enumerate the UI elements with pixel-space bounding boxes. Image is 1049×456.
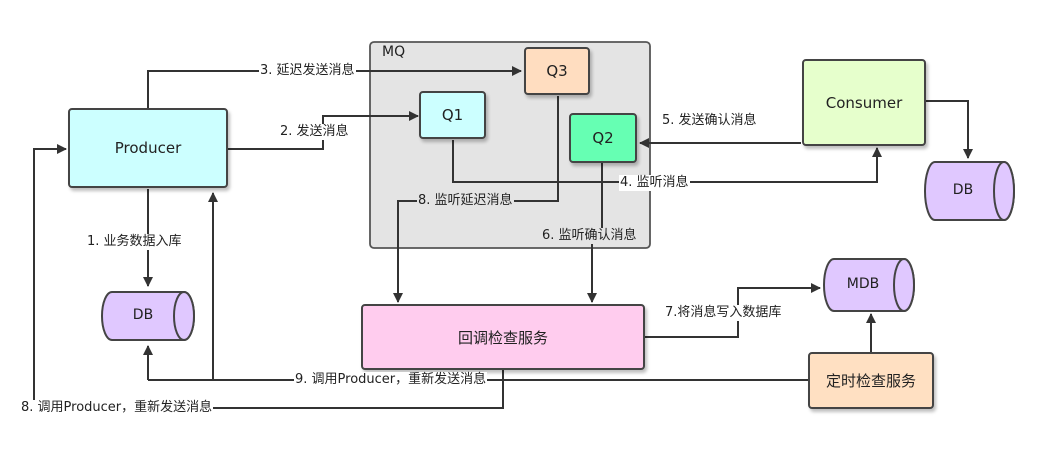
- mdb-cylinder: [823, 258, 915, 312]
- edge-5-label: 5. 发送确认消息: [661, 113, 758, 129]
- q1-label: Q1: [441, 106, 464, 124]
- db-left-label: DB: [132, 307, 154, 323]
- q2-label: Q2: [592, 129, 614, 147]
- db-right-cylinder: [924, 161, 1015, 221]
- edge-consumer-db-line: [926, 100, 973, 159]
- mdb-label: MDB: [846, 276, 880, 292]
- edge-6-label: 6. 监听确认消息: [541, 228, 638, 244]
- db-left-cylinder: [101, 291, 195, 341]
- producer-node: Producer: [68, 108, 228, 188]
- q1-node: Q1: [419, 91, 486, 139]
- edge-7-label: 7.将消息写入数据库: [664, 305, 783, 321]
- mq-title: MQ: [382, 44, 406, 60]
- consumer-node: Consumer: [802, 59, 926, 146]
- timer-check-service-node: 定时检查服务: [808, 352, 934, 409]
- edge-2-label: 2. 发送消息: [279, 124, 350, 140]
- q2-node: Q2: [569, 113, 637, 163]
- edge-1-label: 1. 业务数据入库: [86, 234, 183, 250]
- q3-node: Q3: [524, 47, 590, 95]
- callback-check-service-label: 回调检查服务: [457, 328, 548, 347]
- producer-label: Producer: [114, 139, 182, 157]
- edge-9-label: 9. 调用Producer，重新发送消息: [294, 372, 488, 388]
- db-right-label: DB: [952, 182, 974, 198]
- edge-3-label: 3. 延迟发送消息: [259, 63, 356, 79]
- edge-8b-label: 8. 调用Producer，重新发送消息: [20, 400, 214, 416]
- timer-check-service-label: 定时检查服务: [825, 372, 916, 390]
- consumer-label: Consumer: [825, 93, 903, 112]
- edge-8a-label: 8. 监听延迟消息: [417, 193, 514, 209]
- q3-label: Q3: [546, 62, 568, 80]
- edge-4-label: 4. 监听消息: [619, 175, 690, 191]
- callback-check-service-node: 回调检查服务: [361, 304, 645, 370]
- edge-3-line: [147, 66, 522, 108]
